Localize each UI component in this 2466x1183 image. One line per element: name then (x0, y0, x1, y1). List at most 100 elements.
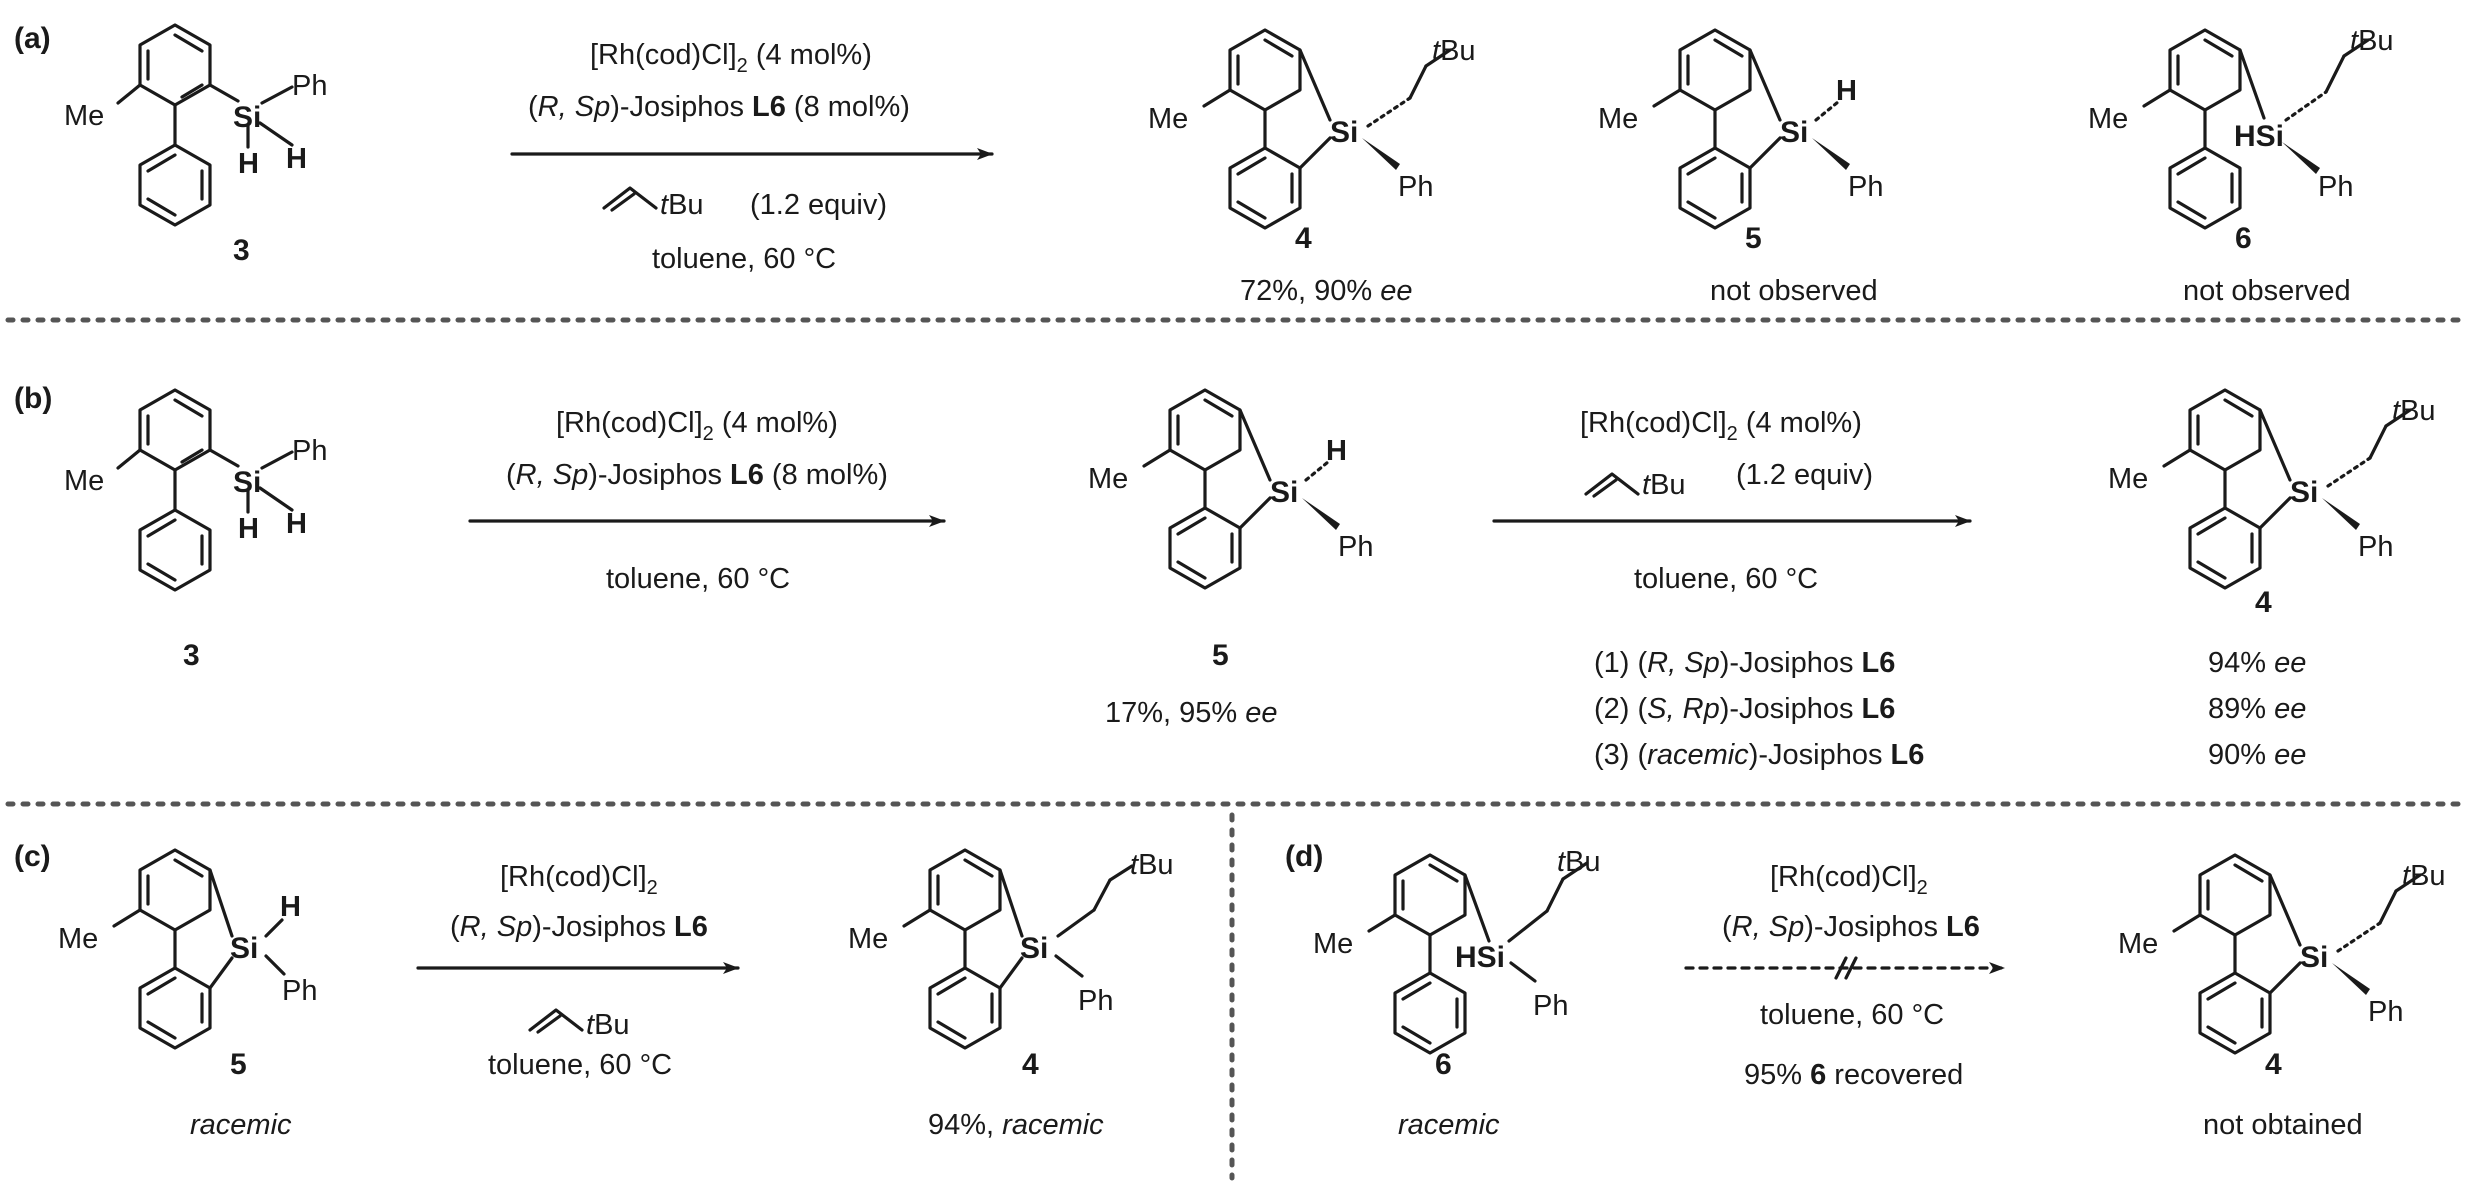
ph-label: Ph (292, 435, 327, 467)
panel-b-product-label: 4 (2255, 586, 2272, 619)
ph-label: Ph (1533, 990, 1568, 1022)
equiv-text: (1.2 equiv) (750, 189, 887, 221)
si-label: Si (1270, 476, 1298, 509)
si-label: Si (230, 932, 258, 965)
h-label: H (1836, 75, 1857, 107)
panel-b-sm-label: 3 (183, 639, 200, 672)
panel-c-sm-note: racemic (190, 1109, 292, 1141)
me-label: Me (1313, 928, 1353, 960)
panel-d-product-4: Me Si Ph tBu (2118, 853, 2446, 1055)
h-label-2: H (238, 148, 259, 180)
me-label: Me (2108, 463, 2148, 495)
panel-c-product-4: Me Si Ph tBu (848, 848, 1174, 1050)
panel-a-sm-label: 3 (233, 234, 250, 267)
me-label: Me (64, 100, 104, 132)
si-label: Si (1330, 116, 1358, 149)
solvent-text: toluene, 60 °C (652, 243, 836, 275)
ligand-text: (R, Sp)-Josiphos L6 (8 mol%) (506, 459, 888, 491)
panel-c-product-yield: 94%, racemic (928, 1109, 1104, 1141)
ligand-table: (1) (R, Sp)-Josiphos L6 (2) (S, Rp)-Josi… (1594, 647, 2306, 771)
si-label: Si (233, 101, 261, 134)
product-4-label: 4 (1295, 222, 1312, 255)
catalyst-text: [Rh(cod)Cl]2 (4 mol%) (556, 407, 838, 445)
panel-c-product-label: 4 (1022, 1048, 1039, 1081)
panel-a-product-6: Me HSi Ph tBu (2088, 25, 2394, 230)
hsi-label: HSi (2234, 120, 2284, 153)
ligand-row-1: (1) (R, Sp)-Josiphos L6 (1594, 647, 1895, 679)
panel-a-starting-material: Me Si Ph H H (64, 23, 327, 227)
solvent-text: toluene, 60 °C (1760, 999, 1944, 1031)
panel-d-starting-material: Me HSi Ph tBu (1313, 846, 1601, 1055)
panel-b-conditions-1: [Rh(cod)Cl]2 (4 mol%) (R, Sp)-Josiphos L… (468, 407, 946, 595)
catalyst-text: [Rh(cod)Cl]2 (1770, 861, 1928, 899)
ligand-row-3: (3) (racemic)-Josiphos L6 (1594, 739, 1924, 771)
product-5-note: not observed (1710, 275, 1878, 307)
product-6-note: not observed (2183, 275, 2351, 307)
panel-label-d: (d) (1285, 840, 1323, 873)
tbu-label: tBu (1642, 469, 1686, 501)
panel-d-conditions: [Rh(cod)Cl]2 (R, Sp)-Josiphos L6 toluene… (1684, 861, 2006, 1091)
catalyst-text: [Rh(cod)Cl]2 (4 mol%) (590, 39, 872, 77)
ph-label: Ph (1398, 171, 1433, 203)
h-label: H (286, 508, 307, 540)
panel-c-starting-material: Me Si H Ph (58, 848, 317, 1050)
panel-a-conditions: [Rh(cod)Cl]2 (4 mol%) (R, Sp)-Josiphos L… (510, 39, 994, 275)
ee-row-3: 90% ee (2208, 739, 2306, 771)
ph-label: Ph (1078, 985, 1113, 1017)
me-label: Me (848, 923, 888, 955)
solvent-text: toluene, 60 °C (1634, 563, 1818, 595)
catalyst-text: [Rh(cod)Cl]2 (4 mol%) (1580, 407, 1862, 445)
h-label: H (1326, 435, 1347, 467)
me-label: Me (1088, 463, 1128, 495)
panel-a-product-4: Me Si Ph tBu (1148, 28, 1476, 230)
panel-b-intermediate-5: Me Si H Ph (1088, 388, 1373, 590)
tbu-label: tBu (2350, 25, 2394, 57)
panel-label-a: (a) (14, 22, 51, 55)
h-label: H (280, 891, 301, 923)
me-label: Me (1148, 103, 1188, 135)
ph-label: Ph (2358, 531, 2393, 563)
ph-label: Ph (2368, 996, 2403, 1028)
tbu-label: tBu (660, 189, 704, 221)
ligand-text: (R, Sp)-Josiphos L6 (450, 911, 708, 943)
product-6-label: 6 (2235, 222, 2252, 255)
panel-a-product-5: Me Si H Ph (1598, 28, 1883, 230)
h-label-2: H (238, 513, 259, 545)
catalyst-text: [Rh(cod)Cl]2 (500, 861, 658, 899)
intermediate-5-yield: 17%, 95% ee (1105, 697, 1278, 729)
tbu-label: tBu (586, 1009, 630, 1041)
si-label: Si (233, 466, 261, 499)
panel-d-product-note: not obtained (2203, 1109, 2363, 1141)
panel-label-c: (c) (14, 840, 51, 873)
alkene-icon (602, 186, 658, 210)
si-label: Si (2300, 941, 2328, 974)
panel-b-product-4: Me Si Ph tBu (2108, 388, 2436, 590)
panel-b-conditions-2: [Rh(cod)Cl]2 (4 mol%) tBu (1.2 equiv) to… (1492, 407, 1972, 595)
tbu-label: tBu (2402, 860, 2446, 892)
si-label: Si (1780, 116, 1808, 149)
ligand-text: (R, Sp)-Josiphos L6 (1722, 911, 1980, 943)
recovered-text: 95% 6 recovered (1744, 1059, 1963, 1091)
panel-label-b: (b) (14, 382, 52, 415)
ee-row-1: 94% ee (2208, 647, 2306, 679)
ligand-row-2: (2) (S, Rp)-Josiphos L6 (1594, 693, 1895, 725)
panel-c-conditions: [Rh(cod)Cl]2 (R, Sp)-Josiphos L6 tBu tol… (416, 861, 740, 1081)
panel-b-starting-material: Me Si Ph H H (64, 388, 327, 592)
ligand-text: (R, Sp)-Josiphos L6 (8 mol%) (528, 91, 910, 123)
me-label: Me (2088, 103, 2128, 135)
panel-d-product-label: 4 (2265, 1048, 2282, 1081)
ph-label: Ph (2318, 171, 2353, 203)
panel-d-sm-note: racemic (1398, 1109, 1500, 1141)
si-label: Si (2290, 476, 2318, 509)
alkene-icon (1584, 472, 1640, 496)
intermediate-5-label: 5 (1212, 639, 1229, 672)
ph-label: Ph (1338, 531, 1373, 563)
ee-row-2: 89% ee (2208, 693, 2306, 725)
no-reaction-mark (1834, 956, 1848, 980)
tbu-label: tBu (1130, 849, 1174, 881)
panel-c-sm-label: 5 (230, 1048, 247, 1081)
tbu-label: tBu (1432, 35, 1476, 67)
me-label: Me (58, 923, 98, 955)
equiv-text: (1.2 equiv) (1736, 459, 1873, 491)
product-4-yield: 72%, 90% ee (1240, 275, 1413, 307)
